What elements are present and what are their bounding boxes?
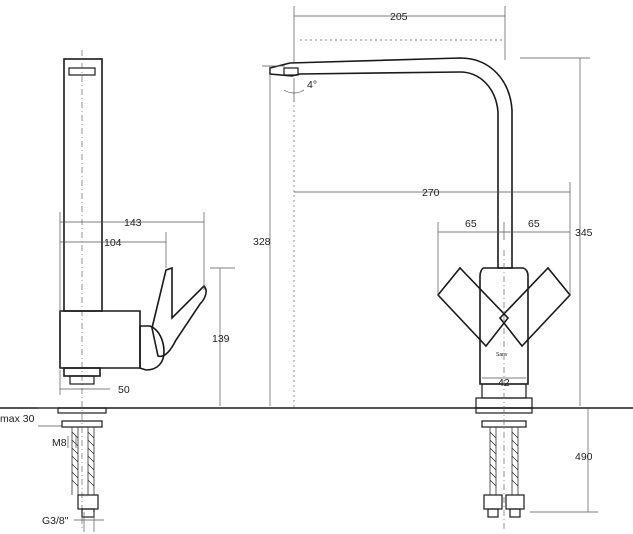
dim-max30-label: max 30 (0, 413, 35, 425)
brand-mark: Sanv (496, 352, 508, 358)
side-housing (59, 310, 141, 369)
dim-65-left-label: 65 (465, 218, 477, 230)
front-handle-right (498, 266, 572, 348)
dim-139-label: 139 (212, 333, 230, 345)
dim-205-label: 205 (390, 11, 408, 23)
dim-50-label: 50 (118, 384, 130, 396)
dim-328-label: 328 (253, 236, 271, 248)
side-spout-tip (68, 67, 96, 76)
front-hose-outline (489, 427, 519, 495)
side-lever-handle (151, 266, 207, 358)
dim-490-label: 490 (575, 451, 593, 463)
front-aerator (283, 67, 299, 76)
front-view: 4° Sanv 205 328 (250, 6, 633, 530)
front-fitting-left (483, 494, 503, 510)
dim-g38-label: G3/8" (42, 515, 69, 527)
dim-42-label: 42 (498, 377, 510, 389)
front-handle-left (436, 266, 510, 348)
dim-65-right-label: 65 (528, 218, 540, 230)
side-hose-outline (71, 427, 95, 495)
side-nut-plate (61, 420, 103, 428)
side-column (63, 58, 103, 312)
dim-345-label: 345 (575, 227, 593, 239)
front-fitting-right (505, 494, 525, 510)
side-fitting (77, 494, 99, 510)
dim-m8-label: M8 (52, 437, 67, 449)
side-washer (57, 407, 107, 414)
dim-104-label: 104 (104, 237, 122, 249)
side-view: 143 104 139 50 max 30 M8 G3/8" (0, 50, 250, 532)
dim-143-label: 143 (124, 217, 142, 229)
front-hose-braid (489, 431, 519, 487)
side-hose-braid (71, 431, 95, 487)
side-cartridge (139, 325, 165, 371)
side-base-collar (69, 375, 95, 385)
angle-label: 4° (307, 79, 317, 91)
front-thread-right (509, 508, 521, 518)
dim-270-label: 270 (422, 187, 440, 199)
front-thread-left (487, 508, 499, 518)
front-body (479, 267, 529, 385)
